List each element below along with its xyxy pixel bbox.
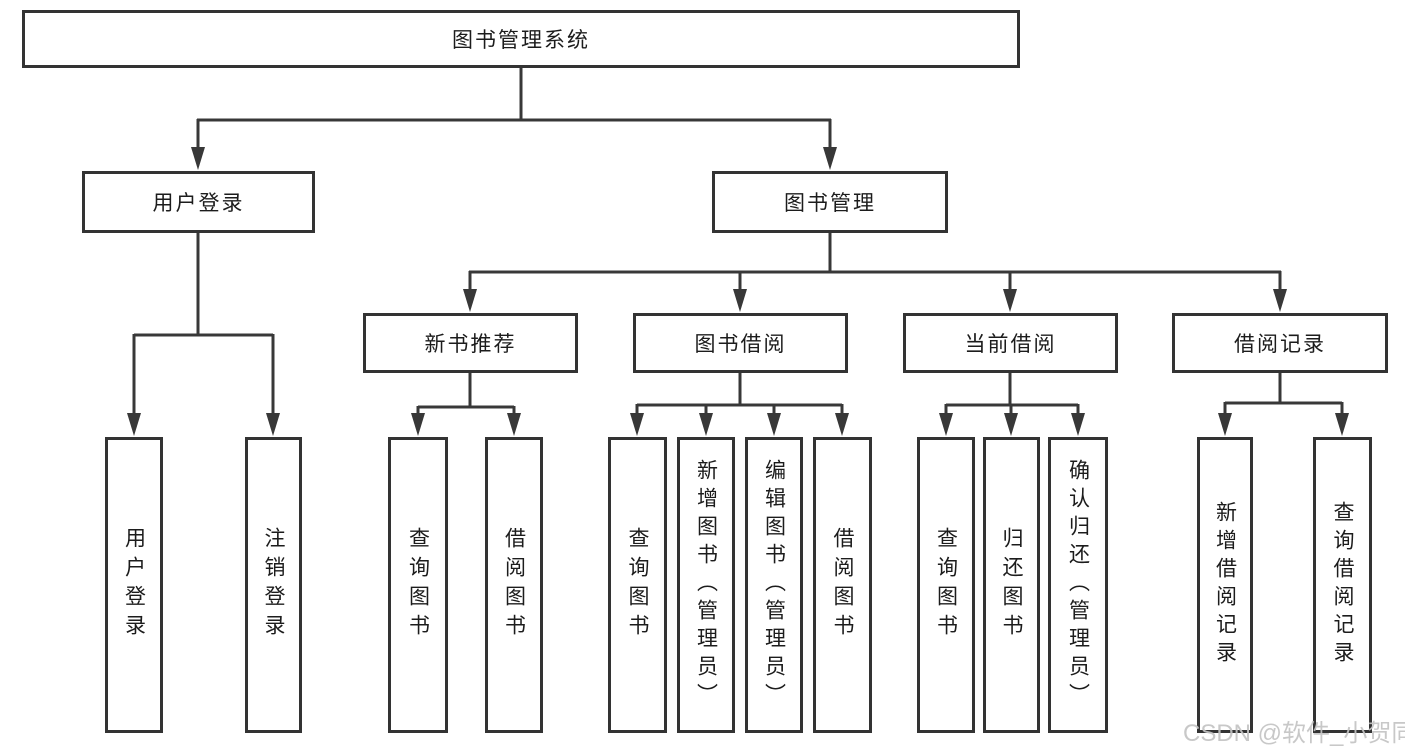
- leaf-query-books-borrowing: 查询图书: [608, 437, 667, 733]
- leaf-logout: 注销登录: [245, 437, 302, 733]
- leaf-edit-book-admin: 编辑图书（管理员）: [745, 437, 803, 733]
- node-new-book-recommend: 新书推荐: [363, 313, 578, 373]
- leaf-borrow-books-recommend: 借阅图书: [485, 437, 543, 733]
- node-library-management-system: 图书管理系统: [22, 10, 1020, 68]
- leaf-query-books-current: 查询图书: [917, 437, 975, 733]
- leaf-add-borrow-record: 新增借阅记录: [1197, 437, 1253, 733]
- node-book-borrowing: 图书借阅: [633, 313, 848, 373]
- leaf-borrow-books: 借阅图书: [813, 437, 872, 733]
- csdn-watermark: CSDN @软件_小贺同学: [1183, 720, 1405, 747]
- node-user-login: 用户登录: [82, 171, 315, 233]
- leaf-query-borrow-record: 查询借阅记录: [1313, 437, 1372, 733]
- leaf-confirm-return-admin: 确认归还（管理员）: [1048, 437, 1108, 733]
- node-current-borrowing: 当前借阅: [903, 313, 1118, 373]
- leaf-user-login: 用户登录: [105, 437, 163, 733]
- node-book-management: 图书管理: [712, 171, 948, 233]
- leaf-query-books-recommend: 查询图书: [388, 437, 448, 733]
- node-borrowing-records: 借阅记录: [1172, 313, 1388, 373]
- leaf-add-book-admin: 新增图书（管理员）: [677, 437, 735, 733]
- leaf-return-books: 归还图书: [983, 437, 1040, 733]
